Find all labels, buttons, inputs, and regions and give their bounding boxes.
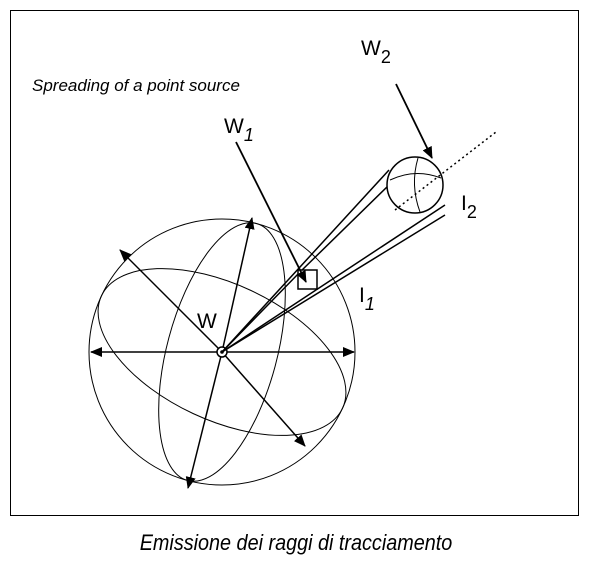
figure-frame bbox=[10, 10, 579, 516]
w2-arrow bbox=[395, 83, 433, 159]
cone-line-bottom bbox=[221, 214, 446, 353]
cone-line-top bbox=[221, 169, 390, 353]
sphere-ellipse-a bbox=[97, 268, 347, 436]
cone-line-mid3 bbox=[299, 184, 390, 273]
dotted-axis bbox=[394, 131, 497, 211]
sphere-outline bbox=[88, 218, 356, 486]
figure-caption: Emissione dei raggi di tracciamento bbox=[139, 530, 453, 555]
ray-lower-right bbox=[221, 351, 306, 447]
target-sphere-curve2 bbox=[414, 157, 421, 213]
cone-line-mid2 bbox=[221, 289, 317, 353]
label-i1: I1 bbox=[359, 284, 375, 314]
subtitle: Spreading of a point source bbox=[32, 76, 240, 95]
w1-arrow bbox=[235, 141, 307, 283]
label-w1: W1 bbox=[224, 115, 254, 145]
ray-down bbox=[185, 351, 223, 489]
label-w-center: W bbox=[197, 310, 217, 333]
label-i2: I2 bbox=[461, 192, 477, 222]
ray-up bbox=[221, 217, 255, 353]
cone-line-mid4 bbox=[315, 204, 446, 291]
label-w2: W2 bbox=[361, 37, 391, 67]
ray-upper-left bbox=[119, 249, 223, 353]
diagram: Spreading of a point source W2 W1 I2 I1 … bbox=[32, 37, 497, 489]
cone-line-mid1 bbox=[221, 271, 301, 353]
